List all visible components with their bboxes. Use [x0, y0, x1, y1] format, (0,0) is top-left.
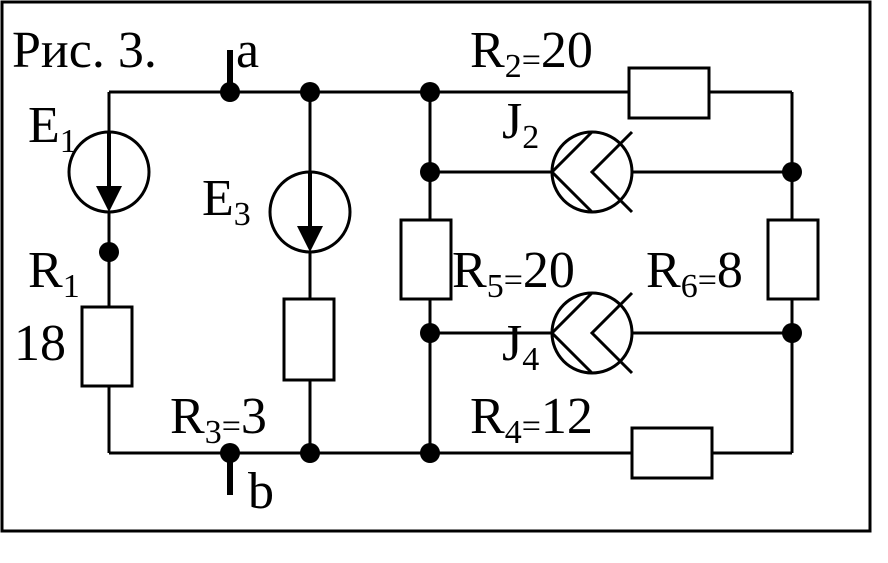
label-r1-main: R: [28, 242, 63, 299]
label-r4-sub: 4: [505, 414, 522, 451]
node-j2-right: [782, 162, 802, 182]
resistor-r1: [80, 305, 134, 388]
label-r6-sub: 6: [681, 268, 698, 305]
label-r2-eq: =: [522, 42, 541, 79]
label-r3-value: 3: [241, 388, 267, 445]
node-top-mid: [420, 82, 440, 102]
terminal-b-label: b: [248, 463, 274, 520]
label-j4: J4: [502, 315, 539, 378]
label-r5: R5=20: [452, 242, 575, 305]
label-r4-main: R: [470, 388, 505, 445]
label-e3: E3: [202, 170, 251, 233]
figure-caption: Рис. 3.: [12, 22, 157, 79]
label-e1-main: E: [28, 97, 60, 154]
label-r4-eq: =: [522, 408, 541, 445]
label-r2-main: R: [470, 22, 505, 79]
label-e1: E1: [28, 97, 77, 160]
label-e1-sub: 1: [60, 123, 77, 160]
node-b: [220, 443, 240, 463]
terminal-a-label: a: [236, 22, 259, 79]
node-e1-r1: [99, 242, 119, 262]
label-j4-sub: 4: [522, 341, 539, 378]
label-r1: R1: [28, 242, 80, 305]
label-e3-sub: 3: [234, 196, 251, 233]
label-j4-main: J: [502, 315, 522, 372]
resistor-r2: [627, 66, 711, 120]
label-j2: J2: [502, 93, 539, 156]
source-e3-arrow-head: [297, 226, 323, 252]
resistor-r5: [399, 218, 453, 301]
label-r6: R6=8: [646, 242, 743, 305]
current-source-j4-chevron-1: [549, 291, 594, 375]
label-r3-sub: 3: [205, 414, 222, 451]
label-r3-main: R: [170, 388, 205, 445]
label-r1-sub: 1: [63, 268, 80, 305]
label-r5-value: 20: [523, 242, 575, 299]
wires: [107, 50, 794, 495]
label-r6-main: R: [646, 242, 681, 299]
current-source-j2: [549, 130, 634, 214]
current-source-j2-chevron-2: [589, 130, 634, 214]
resistor-r4: [630, 426, 714, 480]
node-bottom-mid: [420, 443, 440, 463]
label-r6-value: 8: [717, 242, 743, 299]
source-e1-arrow-head: [96, 186, 122, 212]
label-r2-sub: 2: [505, 48, 522, 85]
label-r3-eq: =: [222, 408, 241, 445]
figure-frame: [0, 0, 872, 533]
label-r5-sub: 5: [487, 268, 504, 305]
node-j4-right: [782, 323, 802, 343]
node-j2-left: [420, 162, 440, 182]
node-top-e3: [300, 82, 320, 102]
current-source-j4-chevron-2: [589, 291, 634, 375]
label-e3-main: E: [202, 170, 234, 227]
node-a: [220, 82, 240, 102]
current-source-j4: [549, 291, 634, 375]
label-j2-sub: 2: [522, 119, 539, 156]
label-r4: R4=12: [470, 388, 593, 451]
label-j2-main: J: [502, 93, 522, 150]
source-e3: [268, 170, 352, 254]
label-r2-value: 20: [541, 22, 593, 79]
node-j4-left: [420, 323, 440, 343]
node-bottom-e3: [300, 443, 320, 463]
label-r2: R2=20: [470, 22, 593, 85]
label-r1-value: 18: [14, 315, 66, 372]
label-r3: R3=3: [170, 388, 267, 451]
label-r5-main: R: [452, 242, 487, 299]
current-source-j2-chevron-1: [549, 130, 594, 214]
resistor-r3: [282, 297, 336, 382]
nodes: [99, 82, 802, 463]
resistor-r6: [766, 218, 820, 301]
label-r4-value: 12: [541, 388, 593, 445]
label-r5-eq: =: [504, 262, 523, 299]
label-r6-eq: =: [698, 262, 717, 299]
source-e1: [67, 130, 151, 214]
